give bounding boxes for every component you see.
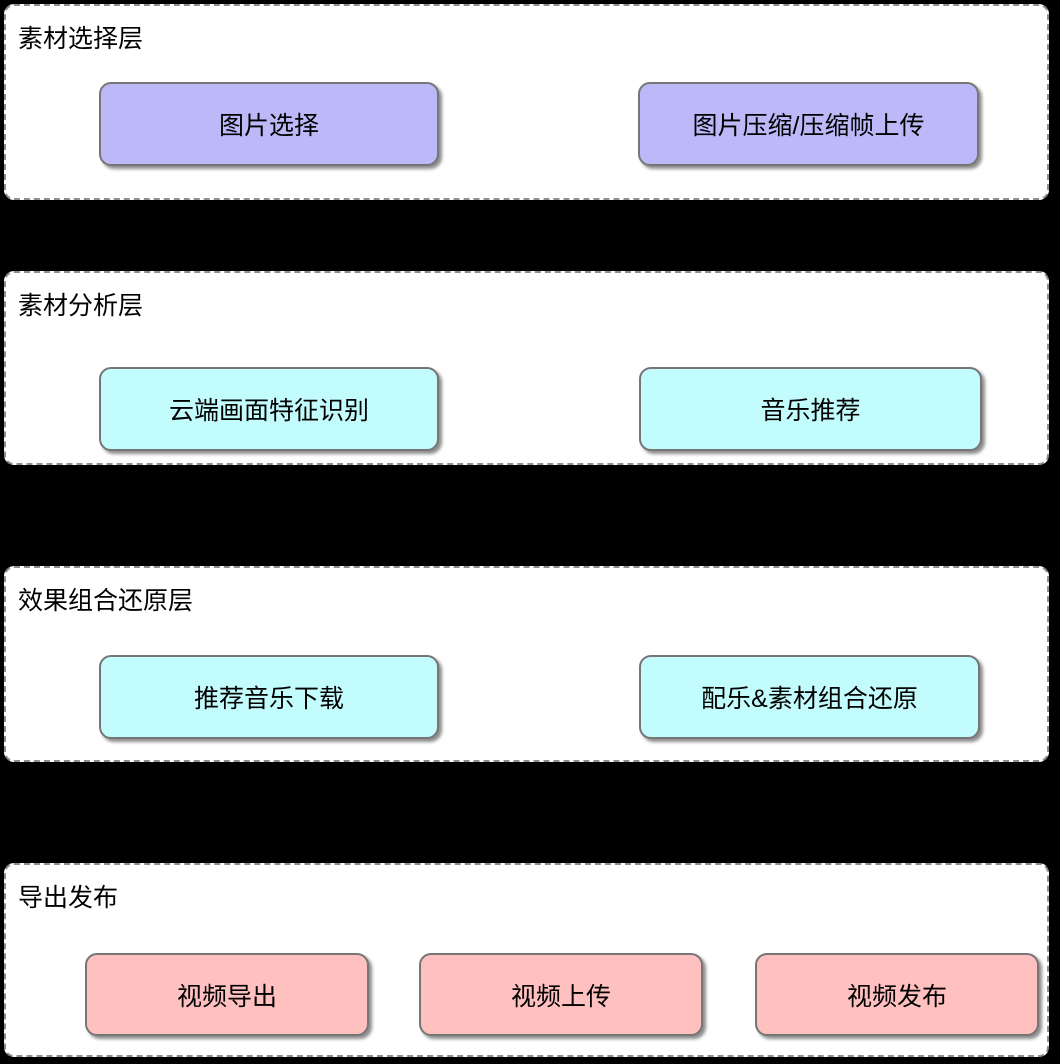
layer-export-publish: 导出发布 视频导出 视频上传 视频发布: [4, 863, 1049, 1057]
node-music-recommendation: 音乐推荐: [639, 367, 982, 451]
node-soundtrack-material-composition-restore: 配乐&素材组合还原: [639, 655, 980, 739]
layer-title: 导出发布: [18, 884, 119, 912]
node-image-selection: 图片选择: [99, 82, 439, 166]
node-video-upload: 视频上传: [419, 953, 703, 1036]
layer-material-analysis: 素材分析层 云端画面特征识别 音乐推荐: [4, 271, 1049, 465]
layer-material-selection: 素材选择层 图片选择 图片压缩/压缩帧上传: [4, 4, 1049, 200]
layer-title: 素材选择层: [18, 25, 144, 53]
node-recommended-music-download: 推荐音乐下载: [99, 655, 439, 739]
node-cloud-frame-feature-recognition: 云端画面特征识别: [99, 367, 439, 451]
layer-title: 效果组合还原层: [18, 587, 194, 615]
layer-title: 素材分析层: [18, 292, 144, 320]
node-video-export: 视频导出: [85, 953, 369, 1036]
layer-effect-composition-restore: 效果组合还原层 推荐音乐下载 配乐&素材组合还原: [4, 566, 1049, 762]
node-image-compression-upload: 图片压缩/压缩帧上传: [638, 82, 979, 166]
node-video-publish: 视频发布: [755, 953, 1039, 1036]
